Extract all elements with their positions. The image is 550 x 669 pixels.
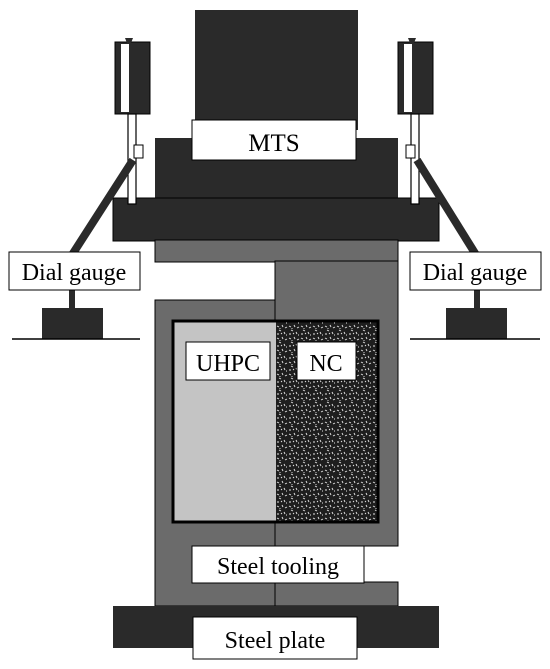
- left-gauge-base: [42, 308, 103, 339]
- left-dial-gauge-label-box: [8, 251, 141, 291]
- right-gauge-base: [446, 308, 507, 339]
- nc-label: NC: [309, 351, 342, 377]
- left-gauge-body: [114, 41, 151, 115]
- mts-label-box: [191, 119, 357, 161]
- mts-label: MTS: [248, 130, 299, 157]
- specimen-outline: [171, 319, 380, 524]
- left-dial-gauge: [12, 38, 151, 340]
- steel-tooling-top: [154, 239, 399, 263]
- steel-plate-label-box: [192, 616, 358, 660]
- steel-tooling-label: Steel tooling: [217, 554, 339, 580]
- uhpc-label-box: [185, 341, 271, 381]
- nc-label-box: [296, 341, 357, 381]
- right-dial-gauge-label-box: [409, 251, 542, 291]
- mts-actuator: [195, 10, 358, 130]
- uhpc-label: UHPC: [196, 351, 260, 377]
- steel-tooling-label-box: [191, 545, 365, 584]
- right-dial-gauge: [397, 38, 540, 340]
- right-dial-gauge-label: Dial gauge: [423, 260, 528, 286]
- steel-tooling-bottom: [274, 581, 399, 607]
- mts-base-plate: [112, 197, 440, 242]
- steel-plate-label: Steel plate: [225, 628, 326, 654]
- right-gauge-body: [397, 41, 434, 115]
- left-dial-gauge-label: Dial gauge: [22, 260, 127, 286]
